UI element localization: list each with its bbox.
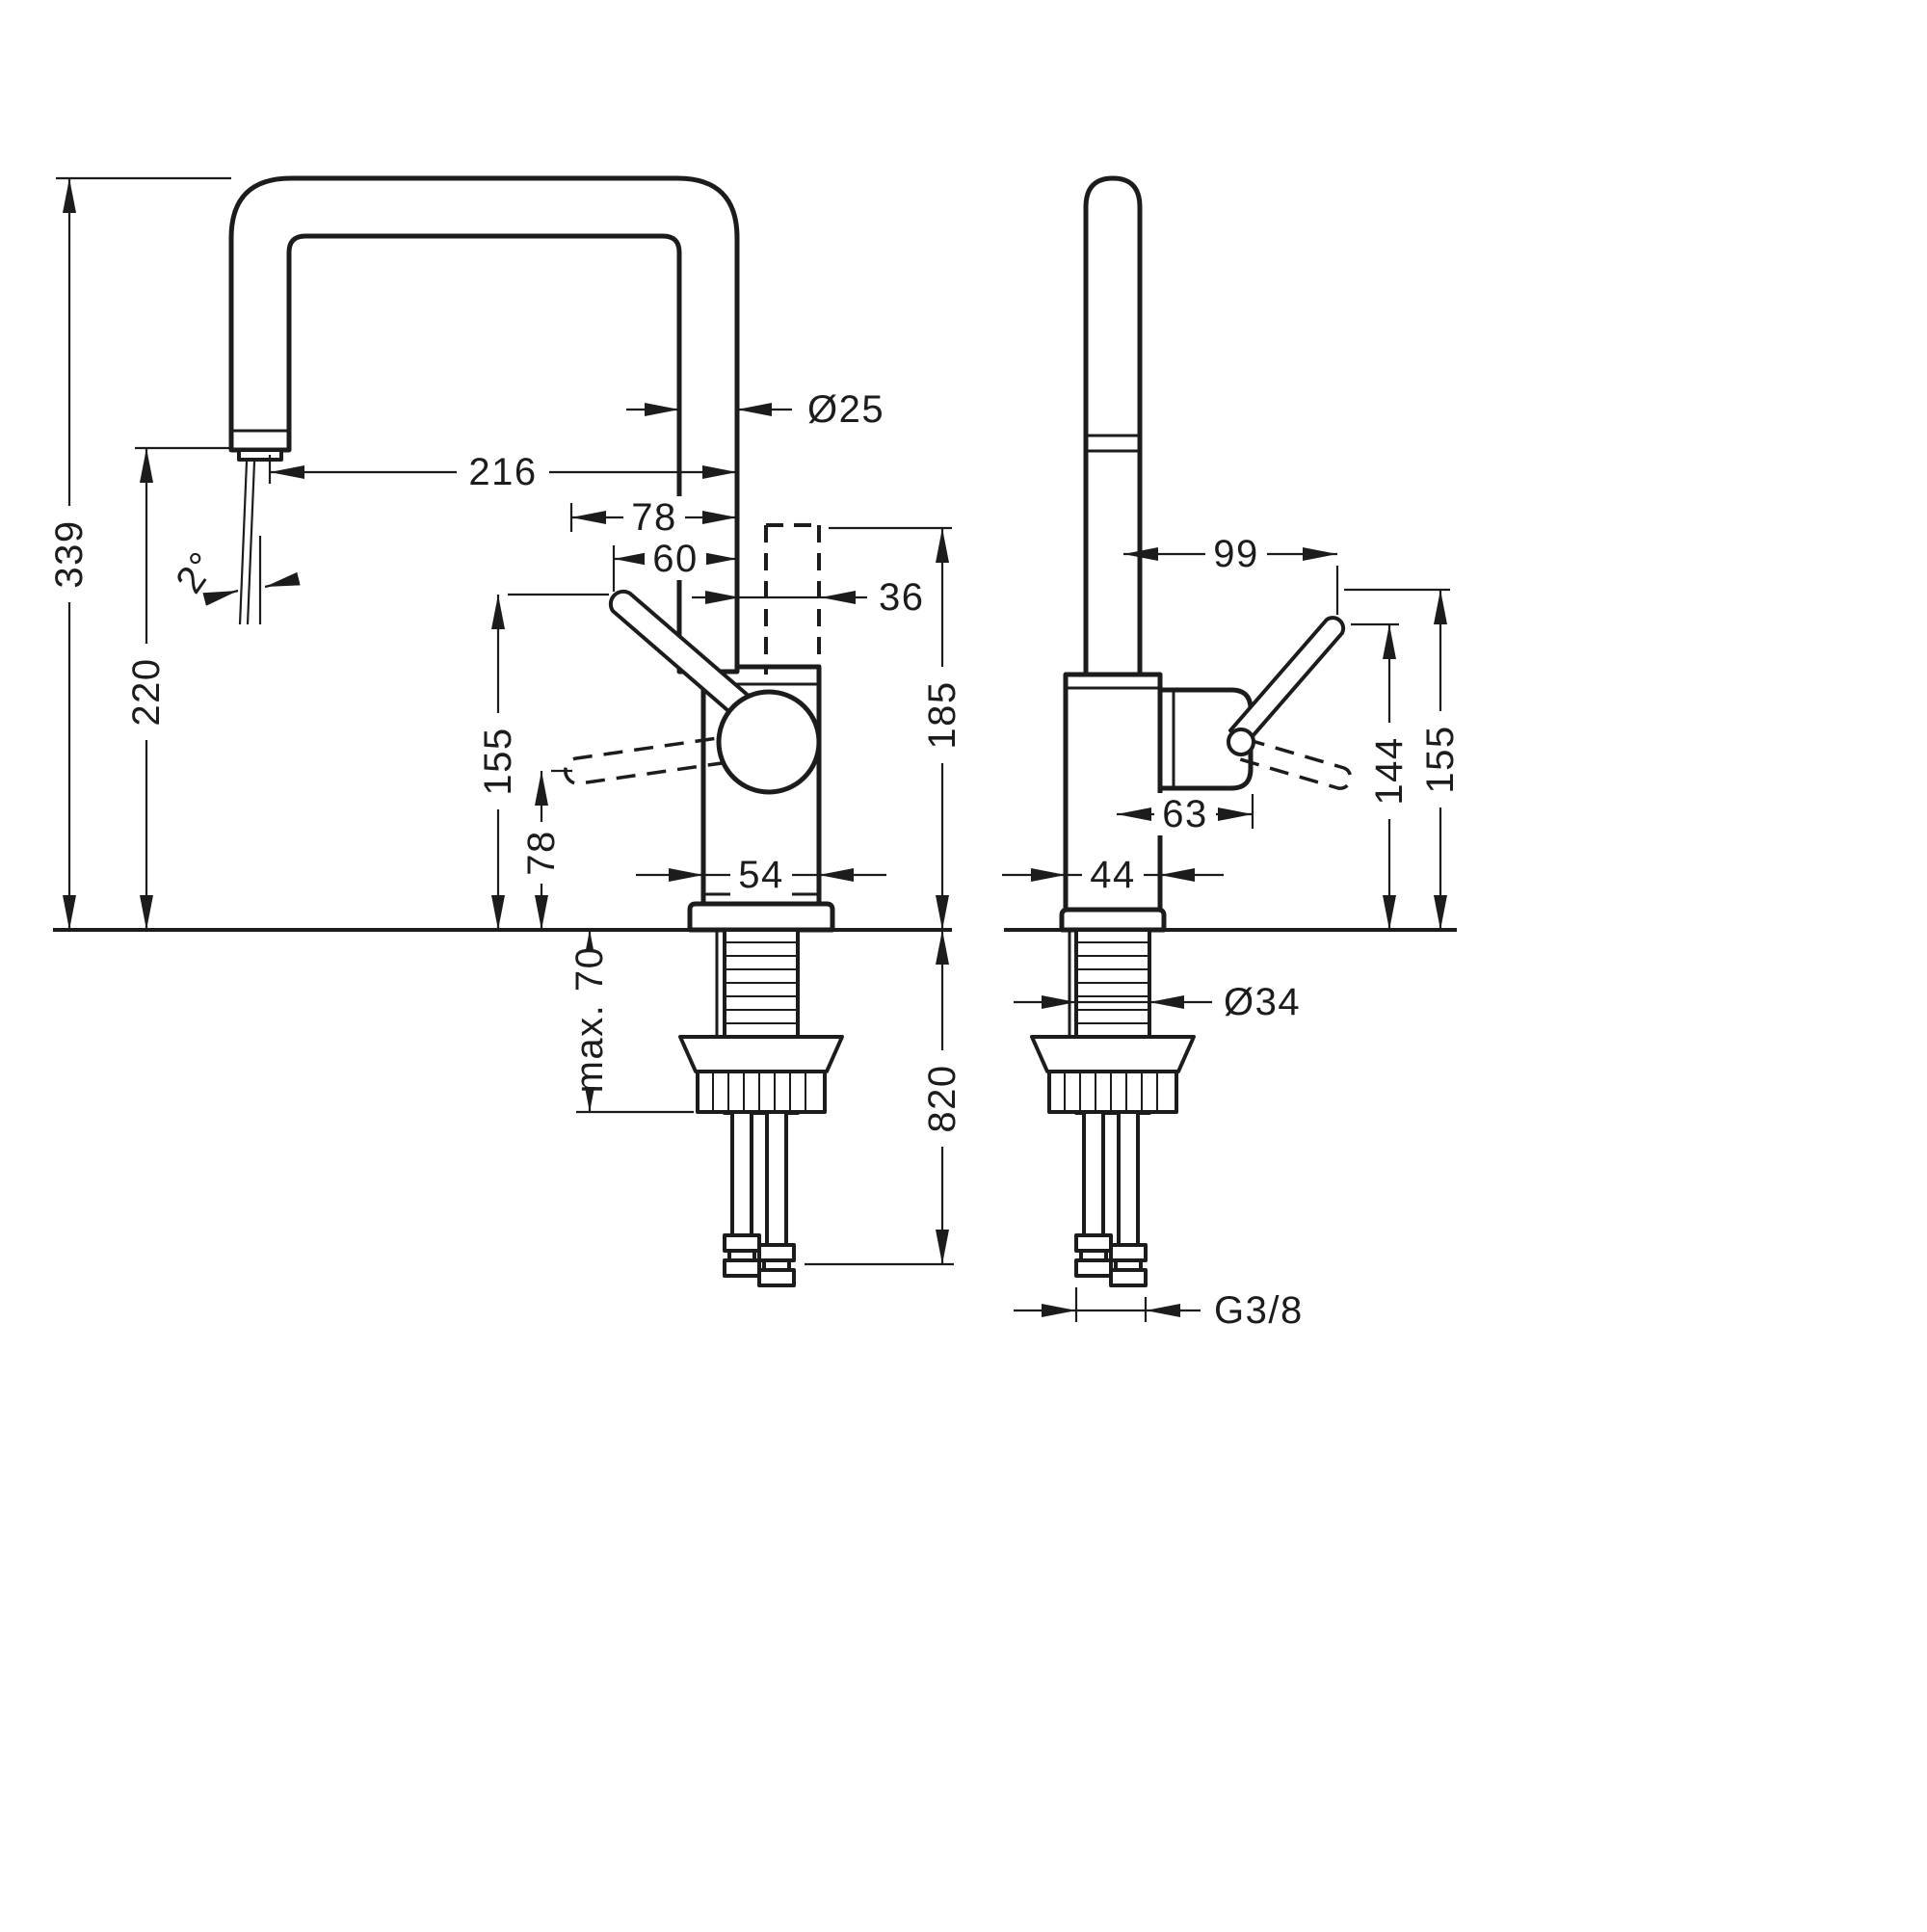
aerator-tip [237,448,283,462]
hose-connector-1-front [723,1233,761,1278]
base-flange-side [1059,907,1167,933]
dim-label-185: 185 [921,680,964,749]
supply-hose-2-front [765,1110,788,1247]
thread-hatch-front [725,941,798,1024]
mounting-set-front [678,928,844,1287]
thread-hatch-side [1076,941,1149,1024]
dim-label-216: 216 [468,451,537,493]
hidden-shank-dashed [764,523,821,675]
hose-connector-2-front [757,1243,796,1287]
dim-max-70: max. 70 [568,930,694,1114]
dim-label-44: 44 [1090,854,1136,896]
mounting-nut-front [696,1070,827,1114]
supply-hose-1-front [730,1110,753,1237]
nut-hatch-side [1064,1073,1158,1110]
dim-label-angle: 2° [168,543,225,600]
dim-label-54: 54 [738,854,784,896]
dim-angle-2deg: 2° [168,536,301,624]
dim-label-diameter-25: Ø25 [807,388,884,431]
dim-label-36: 36 [879,576,925,619]
dim-label-thread: G3/8 [1214,1289,1304,1332]
spout-front [228,175,740,675]
hose-connector-1-side [1074,1233,1113,1278]
dim-339: 339 [48,176,231,930]
dim-185: 185 [829,526,964,930]
dim-label-78-top: 78 [631,496,677,539]
supply-hose-1-side [1082,1110,1105,1237]
water-stream [238,461,256,625]
dim-label-diameter-34: Ø34 [1224,981,1301,1023]
dim-label-220: 220 [125,657,168,726]
dim-thread-g38: G3/8 [1014,1287,1304,1332]
dim-155-front: 155 [477,593,609,930]
nut-hatch-front [712,1073,806,1110]
dim-155-side: 155 [1344,588,1462,930]
dim-60: 60 [612,538,737,592]
dim-36: 36 [692,576,925,619]
side-view [1030,175,1353,1287]
handle-lever-side [1228,616,1346,746]
dim-78-handle: 78 [520,769,572,930]
dimensions-side: 99 63 144 155 44 [1002,533,1462,1332]
hose-connector-2-side [1109,1243,1148,1287]
dim-label-155-side: 155 [1419,725,1462,793]
dim-99: 99 [1123,533,1339,615]
dim-44: 44 [1002,854,1224,896]
handle-lever-dashed-front [564,732,750,785]
mounting-cone-front [678,1035,844,1073]
dim-diameter-25: Ø25 [626,388,884,431]
dim-label-78-handle: 78 [520,830,563,876]
handle-pivot-side [1227,728,1255,756]
dim-label-99: 99 [1213,533,1259,575]
dim-78-top: 78 [569,496,737,539]
front-view [228,175,844,1287]
handle-block-side [1157,687,1254,791]
dim-label-63: 63 [1162,793,1208,835]
dim-63: 63 [1117,793,1254,835]
dim-54: 54 [636,854,886,896]
handle-pivot-front [716,689,822,795]
spout-side [1083,175,1143,677]
dim-216: 216 [268,451,737,493]
dim-144: 144 [1351,622,1411,930]
base-flange-front [687,901,835,933]
mounting-cone-side [1030,1035,1196,1073]
handle-lever-dashed-side [1239,737,1353,790]
dim-220: 220 [125,446,231,930]
dim-label-820: 820 [921,1064,964,1132]
handle-lever-front [608,589,766,730]
dim-label-339: 339 [48,519,91,588]
mounting-set-side [1030,928,1196,1287]
dim-label-max-70: max. 70 [568,946,611,1094]
dim-label-60: 60 [652,538,699,580]
mounting-nut-side [1047,1070,1178,1114]
dim-label-144: 144 [1368,736,1411,805]
dim-label-155-front: 155 [477,727,519,795]
dimensions-front: Ø25 216 78 60 36 [48,176,964,1266]
dim-diameter-34: Ø34 [1014,981,1301,1023]
supply-hose-2-side [1117,1110,1140,1247]
dim-820: 820 [805,930,964,1266]
